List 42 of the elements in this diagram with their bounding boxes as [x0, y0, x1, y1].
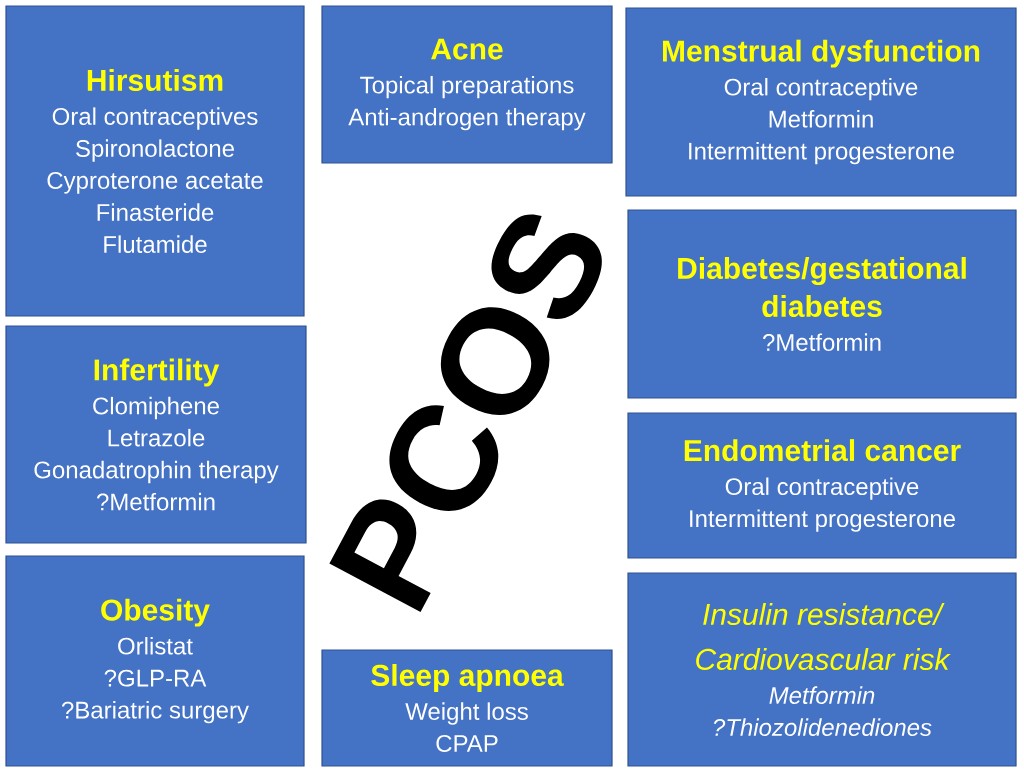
treatment-box — [627, 572, 1017, 767]
treatment-text: Oral contraceptives — [52, 107, 258, 130]
treatment-text: ?Metformin — [763, 333, 881, 351]
treatment-text: Metformin — [769, 110, 873, 128]
treatment-text: Anti-androgen therapy — [348, 107, 586, 131]
condition-heading: Insulin resistance/ Cardiovascular risk — [696, 603, 951, 671]
treatment-box — [625, 7, 1017, 197]
treatment-text: Metformin — [769, 686, 875, 704]
treatment-text: Weight loss — [405, 702, 528, 725]
treatment-text: Cyproterone acetate — [47, 172, 263, 194]
treatment-text: Intermittent progesterone — [689, 142, 954, 165]
treatment-box — [5, 555, 305, 767]
condition-heading: Endometrial cancer — [684, 439, 961, 462]
condition-heading: Hirsutism — [87, 69, 223, 92]
condition-heading: Obesity — [101, 598, 210, 627]
treatment-box — [627, 209, 1017, 399]
treatment-text: ?Thiozolidenediones — [713, 718, 932, 736]
treatment-text: Oral contraceptive — [724, 78, 918, 101]
condition-heading: Menstrual dysfunction — [663, 39, 980, 68]
condition-heading: Acne — [431, 38, 503, 60]
treatment-box — [321, 649, 613, 767]
treatment-text: Gonadatrophin therapy — [34, 460, 279, 484]
treatment-text: ?Metformin — [96, 492, 215, 511]
treatment-box — [627, 412, 1017, 559]
treatment-text: Finasteride — [97, 203, 214, 221]
treatment-text: Flutamide — [104, 235, 207, 253]
treatment-text: Oral contraceptive — [725, 477, 919, 500]
treatment-text: Topical preparations — [360, 75, 574, 99]
treatment-text: Spironolactone — [76, 139, 234, 162]
treatment-text: Clomiphene — [93, 396, 219, 420]
treatment-text: ?GLP-RA — [104, 669, 207, 687]
treatment-box — [5, 325, 307, 544]
condition-heading: Sleep apnoea — [371, 664, 564, 692]
condition-heading: Infertility — [94, 358, 220, 387]
treatment-text: Orlistat — [118, 637, 193, 655]
treatment-text: Intermittent progesterone — [690, 509, 955, 532]
treatment-box — [321, 5, 613, 164]
condition-heading: Diabetes/gestational diabetes — [678, 257, 966, 318]
treatment-box — [5, 5, 305, 317]
treatment-text: CPAP — [436, 735, 498, 752]
treatment-text: ?Bariatric surgery — [61, 701, 249, 724]
treatment-text: Letrazole — [108, 428, 205, 447]
